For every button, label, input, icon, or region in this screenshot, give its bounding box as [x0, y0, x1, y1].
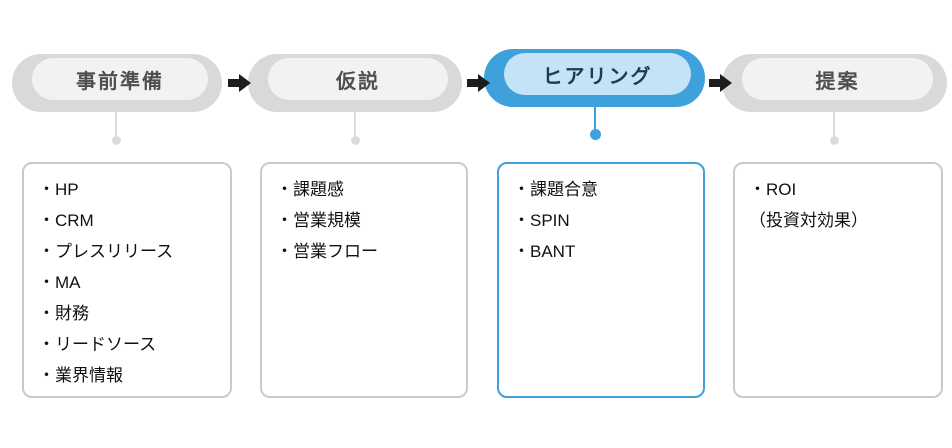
list-item: ・HP: [38, 180, 79, 199]
stage-label-preparation: 事前準備: [32, 58, 208, 100]
list-item: ・MA: [38, 273, 81, 292]
list-item: ・業界情報: [38, 366, 123, 385]
list-item: ・課題合意: [513, 180, 598, 199]
list-item: ・財務: [38, 304, 89, 323]
connector-dot: [112, 136, 121, 145]
connector-dot: [830, 136, 839, 145]
stage-pill-hearing-active: ヒアリング: [484, 49, 705, 107]
list-item: ・プレスリリース: [38, 242, 174, 261]
flow-arrow-icon: [467, 74, 490, 92]
list-item: ・CRM: [38, 211, 94, 230]
list-item: （投資対効果）: [749, 211, 868, 230]
list-item: ・営業フロー: [276, 242, 378, 261]
connector-dot-active: [590, 129, 601, 140]
list-item: ・課題感: [276, 180, 344, 199]
stage-pill-hypothesis: 仮説: [248, 54, 462, 112]
connector-line: [115, 112, 117, 138]
flow-arrow-icon: [709, 74, 732, 92]
detail-box-preparation: ・HP ・CRM ・プレスリリース ・MA ・財務 ・リードソース ・業界情報: [22, 162, 232, 398]
list-item: ・リードソース: [38, 335, 157, 354]
stage-pill-preparation: 事前準備: [12, 54, 222, 112]
list-item: ・BANT: [513, 242, 576, 261]
connector-line-active: [594, 107, 596, 131]
detail-box-proposal: ・ROI （投資対効果）: [733, 162, 943, 398]
detail-box-hypothesis: ・課題感 ・営業規模 ・営業フロー: [260, 162, 468, 398]
flow-arrow-icon: [228, 74, 251, 92]
stage-label-hearing: ヒアリング: [504, 53, 691, 95]
list-item: ・営業規模: [276, 211, 361, 230]
connector-dot: [351, 136, 360, 145]
list-item: ・SPIN: [513, 211, 570, 230]
connector-line: [833, 112, 835, 138]
stage-label-proposal: 提案: [742, 58, 933, 100]
connector-line: [354, 112, 356, 138]
stage-label-hypothesis: 仮説: [268, 58, 448, 100]
detail-box-hearing-active: ・課題合意 ・SPIN ・BANT: [497, 162, 705, 398]
stage-pill-proposal: 提案: [722, 54, 947, 112]
list-item: ・ROI: [749, 180, 797, 199]
